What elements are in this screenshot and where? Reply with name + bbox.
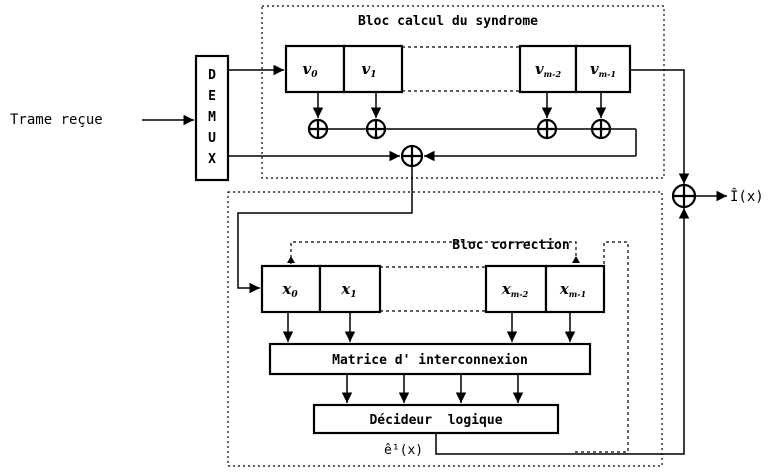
- demux-letter-x: X: [208, 152, 216, 167]
- logic-decider-box: [312, 403, 560, 435]
- syndrome-register-label: v1: [362, 60, 377, 80]
- syndrome-register-label: v0: [303, 60, 319, 80]
- xor-gate-icon: [307, 118, 329, 140]
- demux-letter-u: U: [208, 131, 216, 146]
- syndrome-to-correction-line: [237, 166, 413, 294]
- correction-block-outline: [227, 191, 663, 467]
- syndrome-register-vm1: [574, 44, 632, 94]
- output-label: Î(x): [730, 187, 764, 205]
- vm1-output-line: [630, 69, 690, 184]
- interconnection-matrix-label: Matrice d' interconnexion: [332, 353, 528, 368]
- feedback-arrowhead: [572, 256, 580, 263]
- correction-register-label: xm-1: [559, 280, 586, 299]
- syndrome-block-title: Bloc calcul du syndrome: [358, 14, 538, 29]
- syndrome-register-v1: [342, 44, 404, 94]
- demux-letter-m: M: [208, 110, 216, 125]
- syndrome-register-label: vm-2: [535, 60, 562, 79]
- feedback-arrowhead: [287, 256, 295, 263]
- correction-register-xm1: [544, 264, 606, 314]
- correction-dashed-loop: [572, 241, 629, 453]
- demux-letter-e: E: [208, 89, 216, 104]
- input-label: Trame reçue: [10, 112, 103, 128]
- xor-gate-icon: [536, 118, 558, 140]
- xor-gate-main-icon: [400, 144, 424, 168]
- correction-register-x1: [318, 264, 382, 314]
- demux-box: [194, 54, 230, 182]
- xor-gate-output-icon: [671, 183, 697, 209]
- correction-register-label: xm-2: [501, 280, 529, 299]
- decider-output-label: ê¹(x): [384, 443, 423, 458]
- syndrome-register-v0: [284, 44, 346, 94]
- correction-block-title: Bloc correction: [452, 238, 569, 253]
- demux-letter-d: D: [208, 68, 216, 83]
- decider-output-line: [435, 208, 690, 455]
- xor-gate-icon: [365, 118, 387, 140]
- xor-gate-icon: [590, 118, 612, 140]
- interconnection-matrix-box: [268, 342, 592, 376]
- syndrome-register-label: vm-1: [590, 60, 616, 79]
- logic-decider-label: Décideur logique: [369, 413, 502, 428]
- correction-register-label: x1: [340, 280, 356, 300]
- correction-register-label: x0: [281, 280, 298, 300]
- syndrome-block-outline: [261, 5, 665, 179]
- correction-feedback-dashed: [290, 241, 577, 264]
- correction-register-xm2: [484, 264, 548, 314]
